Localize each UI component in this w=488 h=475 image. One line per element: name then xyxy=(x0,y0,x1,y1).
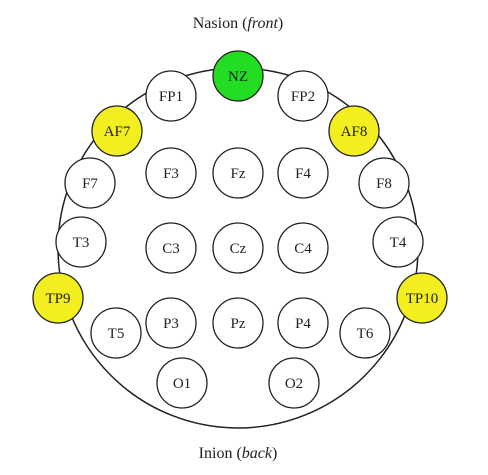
electrode-circle xyxy=(156,357,208,409)
electrode-label: C4 xyxy=(294,241,312,257)
electrode-t6: T6 xyxy=(339,307,391,359)
electrode-label: FP1 xyxy=(159,89,183,105)
electrode-label: P4 xyxy=(295,316,311,332)
electrode-label: C3 xyxy=(162,241,180,257)
electrode-c3: C3 xyxy=(145,222,197,274)
electrode-tp9: TP9 xyxy=(32,272,84,324)
electrode-circle xyxy=(277,70,329,122)
electrode-o2: O2 xyxy=(268,357,320,409)
top-caption: Nasion (front) xyxy=(193,15,284,32)
electrode-fp1: FP1 xyxy=(145,70,197,122)
electrode-fp2: FP2 xyxy=(277,70,329,122)
electrode-circle xyxy=(145,70,197,122)
electrode-circle xyxy=(64,157,116,209)
electrode-circle xyxy=(277,147,329,199)
electrode-t5: T5 xyxy=(90,307,142,359)
electrode-label: FP2 xyxy=(291,89,315,105)
electrode-label: NZ xyxy=(228,69,248,85)
electrode-label: T6 xyxy=(357,326,374,342)
electrode-label: O1 xyxy=(173,376,191,392)
electrode-circle xyxy=(212,222,264,274)
bottom-caption: Inion (back) xyxy=(199,445,278,462)
electrode-label: T5 xyxy=(108,326,125,342)
electrode-pz: Pz xyxy=(212,297,264,349)
electrode-label: Cz xyxy=(230,241,247,257)
electrode-circle xyxy=(358,157,410,209)
electrode-circle xyxy=(277,297,329,349)
electrode-label: Pz xyxy=(231,316,246,332)
electrode-circle xyxy=(145,147,197,199)
electrode-circle xyxy=(212,50,264,102)
electrode-circle xyxy=(277,222,329,274)
electrode-label: Fz xyxy=(231,166,246,182)
electrode-circle xyxy=(268,357,320,409)
electrode-p3: P3 xyxy=(145,297,197,349)
electrode-circle xyxy=(212,147,264,199)
electrode-circle xyxy=(145,222,197,274)
electrode-c4: C4 xyxy=(277,222,329,274)
electrode-circle xyxy=(32,272,84,324)
electrode-p4: P4 xyxy=(277,297,329,349)
electrode-f7: F7 xyxy=(64,157,116,209)
electrode-f4: F4 xyxy=(277,147,329,199)
electrode-circle xyxy=(145,297,197,349)
electrode-t4: T4 xyxy=(372,216,424,268)
electrode-circle xyxy=(328,105,380,157)
electrode-cz: Cz xyxy=(212,222,264,274)
electrode-label: P3 xyxy=(163,316,179,332)
electrode-circle xyxy=(396,272,448,324)
electrode-t3: T3 xyxy=(55,216,107,268)
electrode-label: TP9 xyxy=(45,291,70,307)
electrode-label: T3 xyxy=(73,235,90,251)
electrode-label: O2 xyxy=(285,376,303,392)
electrode-label: F4 xyxy=(295,166,311,182)
top-caption-main: Nasion ( xyxy=(193,15,248,32)
electrode-af8: AF8 xyxy=(328,105,380,157)
electrode-label: F8 xyxy=(376,176,392,192)
bottom-caption-end: ) xyxy=(272,445,277,462)
bottom-caption-emph: back xyxy=(242,445,273,462)
electrode-af7: AF7 xyxy=(91,105,143,157)
electrode-fz: Fz xyxy=(212,147,264,199)
electrode-circle xyxy=(212,297,264,349)
electrode-label: F3 xyxy=(163,166,179,182)
electrode-label: T4 xyxy=(390,235,407,251)
top-caption-end: ) xyxy=(278,15,283,32)
electrode-circle xyxy=(90,307,142,359)
electrode-label: AF7 xyxy=(104,124,131,140)
electrode-f8: F8 xyxy=(358,157,410,209)
bottom-caption-main: Inion ( xyxy=(199,445,242,462)
electrode-o1: O1 xyxy=(156,357,208,409)
electrode-label: F7 xyxy=(82,176,98,192)
electrode-nz: NZ xyxy=(212,50,264,102)
electrode-circle xyxy=(372,216,424,268)
electrode-circle xyxy=(91,105,143,157)
top-caption-emph: front xyxy=(247,15,278,32)
electrode-label: AF8 xyxy=(341,124,368,140)
electrode-circle xyxy=(339,307,391,359)
electrode-f3: F3 xyxy=(145,147,197,199)
electrode-tp10: TP10 xyxy=(396,272,448,324)
electrode-label: TP10 xyxy=(406,291,439,307)
electrode-circle xyxy=(55,216,107,268)
